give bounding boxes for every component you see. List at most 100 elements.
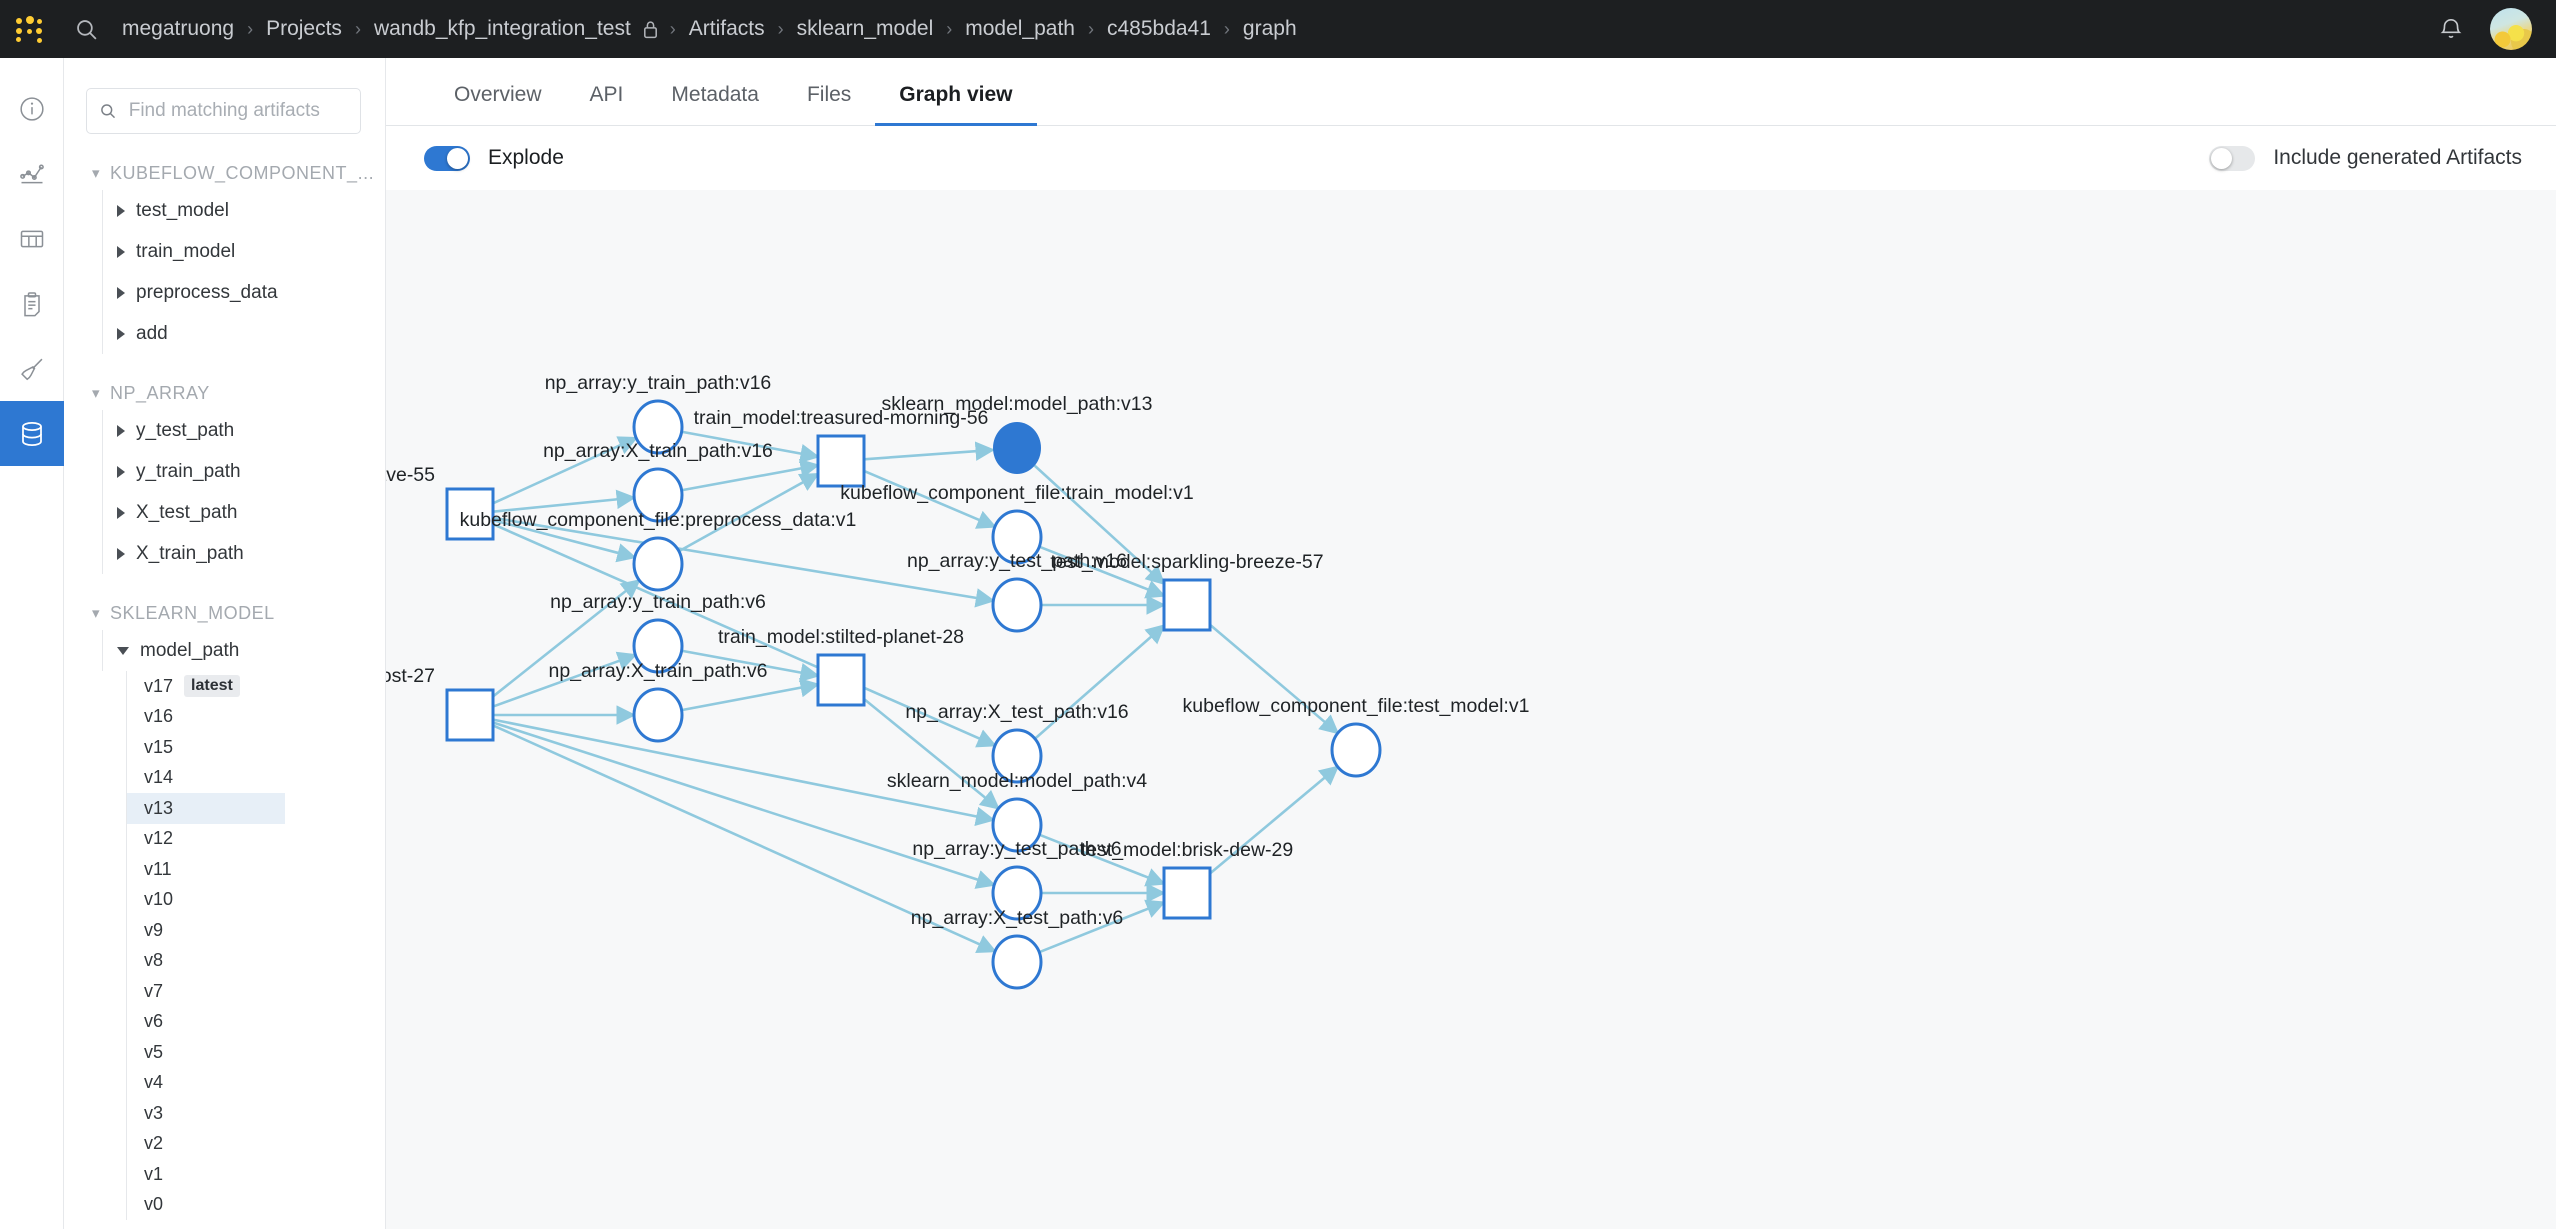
run-node-shape[interactable] [445, 688, 495, 742]
version-item-v6[interactable]: v6 [127, 1007, 385, 1038]
version-item-v3[interactable]: v3 [127, 1098, 385, 1129]
tab-files[interactable]: Files [806, 83, 852, 106]
include-generated-control[interactable]: Include generated Artifacts [2209, 145, 2522, 171]
breadcrumb-artifact-name[interactable]: model_path [965, 17, 1075, 40]
graph-node-xte16[interactable]: np_array:X_test_path:v16 [905, 701, 1129, 784]
version-item-v12[interactable]: v12 [127, 824, 385, 855]
version-item-v5[interactable]: v5 [127, 1037, 385, 1068]
graph-node-sm4[interactable]: sklearn_model:model_path:v4 [887, 770, 1147, 853]
version-item-v10[interactable]: v10 [127, 885, 385, 916]
graph-node-tm28[interactable]: train_model:stilted-planet-28 [718, 626, 964, 707]
graph-node-pre55[interactable]: preprocess_data:toasty-wave-55 [386, 464, 495, 541]
group-header-np-array[interactable]: ▾ NP_ARRAY [64, 376, 385, 410]
artifact-node-shape[interactable] [1330, 722, 1382, 778]
artifact-item-x-test-path[interactable]: X_test_path [103, 492, 385, 533]
artifact-item-preprocess-data[interactable]: preprocess_data [103, 272, 385, 313]
version-item-v14[interactable]: v14 [127, 763, 385, 794]
version-item-v1[interactable]: v1 [127, 1159, 385, 1190]
breadcrumb-graph[interactable]: graph [1242, 17, 1297, 40]
version-item-v16[interactable]: v16 [127, 702, 385, 733]
run-node-shape[interactable] [816, 653, 866, 707]
avatar[interactable] [2490, 8, 2532, 50]
search-input[interactable] [126, 99, 348, 123]
breadcrumb-artifact-type[interactable]: sklearn_model [796, 17, 934, 40]
artifact-node-shape[interactable] [991, 509, 1043, 565]
graph-node-yte6[interactable]: np_array:y_test_path:v6 [912, 838, 1122, 921]
version-item-v2[interactable]: v2 [127, 1129, 385, 1160]
artifact-node-shape[interactable] [991, 934, 1043, 990]
wandb-logo[interactable] [0, 0, 58, 58]
graph-node-xtr6[interactable]: np_array:X_train_path:v6 [549, 660, 768, 743]
run-node-shape[interactable] [1162, 866, 1212, 920]
version-item-v13[interactable]: v13 [127, 793, 285, 824]
artifact-item-train-model[interactable]: train_model [103, 231, 385, 272]
graph-node-label: np_array:y_test_path:v16 [907, 550, 1127, 572]
artifact-node-shape[interactable] [993, 422, 1041, 474]
artifact-node-shape[interactable] [632, 687, 684, 743]
graph-node-tmb29[interactable]: test_model:brisk-dew-29 [1081, 839, 1293, 920]
graph-node-xte6[interactable]: np_array:X_test_path:v6 [911, 907, 1123, 990]
group-header-sklearn-model[interactable]: ▾ SKLEARN_MODEL [64, 596, 385, 630]
run-node-shape[interactable] [1162, 578, 1212, 632]
artifact-search[interactable] [86, 88, 361, 134]
version-item-v0[interactable]: v0 [127, 1190, 385, 1221]
graph-node-pre27[interactable]: preprocess_data:glamorous-frost-27 [386, 665, 495, 742]
graph-node-kcfpre[interactable]: kubeflow_component_file:preprocess_data:… [460, 509, 857, 592]
version-item-v15[interactable]: v15 [127, 732, 385, 763]
graph-node-tm56[interactable]: train_model:treasured-morning-56 [694, 407, 989, 488]
version-item-v4[interactable]: v4 [127, 1068, 385, 1099]
artifact-node-shape[interactable] [632, 399, 684, 455]
artifact-node-shape[interactable] [991, 797, 1043, 853]
explode-control[interactable]: Explode [424, 145, 564, 171]
artifact-item-add[interactable]: add [103, 313, 385, 354]
graph-edge [863, 441, 996, 461]
version-item-v7[interactable]: v7 [127, 976, 385, 1007]
graph-node-kcfte[interactable]: kubeflow_component_file:test_model:v1 [1183, 695, 1530, 778]
artifact-item-y-test-path[interactable]: y_test_path [103, 410, 385, 451]
graph-node-kcftr[interactable]: kubeflow_component_file:train_model:v1 [840, 482, 1194, 565]
tab-metadata[interactable]: Metadata [671, 83, 759, 106]
breadcrumb-project[interactable]: wandb_kfp_integration_test [373, 17, 631, 40]
artifact-item-model-path[interactable]: model_path [103, 630, 385, 671]
graph-node-sm13[interactable]: sklearn_model:model_path:v13 [881, 393, 1153, 474]
artifact-node-shape[interactable] [632, 536, 684, 592]
version-item-v8[interactable]: v8 [127, 946, 385, 977]
artifact-item-y-train-path[interactable]: y_train_path [103, 451, 385, 492]
version-item-v11[interactable]: v11 [127, 854, 385, 885]
sidebar-item-tables[interactable] [0, 206, 64, 271]
breadcrumb-projects[interactable]: Projects [266, 17, 342, 40]
tab-overview[interactable]: Overview [454, 83, 542, 106]
sidebar-item-overview[interactable] [0, 76, 64, 141]
artifact-node-shape[interactable] [632, 618, 684, 674]
artifact-node-shape[interactable] [991, 577, 1043, 633]
graph-node-ytr6[interactable]: np_array:y_train_path:v6 [550, 591, 766, 674]
graph-canvas[interactable]: preprocess_data:toasty-wave-55 np_array:y… [386, 190, 2556, 1229]
sidebar-item-reports[interactable] [0, 271, 64, 336]
version-item-v9[interactable]: v9 [127, 915, 385, 946]
sidebar-item-charts[interactable] [0, 141, 64, 206]
artifact-node-shape[interactable] [991, 865, 1043, 921]
graph-node-tms57[interactable]: test_model:sparkling-breeze-57 [1050, 551, 1324, 632]
global-search-button[interactable] [58, 0, 114, 58]
graph-node-yte16[interactable]: np_array:y_test_path:v16 [907, 550, 1127, 633]
artifact-node-shape[interactable] [991, 728, 1043, 784]
run-node-shape[interactable] [816, 434, 866, 488]
include-generated-toggle[interactable] [2209, 145, 2256, 171]
artifact-item-test-model[interactable]: test_model [103, 190, 385, 231]
sidebar-item-artifacts[interactable] [0, 401, 64, 466]
tab-graph-view[interactable]: Graph view [875, 83, 1037, 126]
bell-icon[interactable] [2438, 16, 2464, 43]
breadcrumb-artifacts[interactable]: Artifacts [688, 17, 765, 40]
breadcrumb-artifact-id[interactable]: c485bda41 [1106, 17, 1211, 40]
group-header-kubeflow-component[interactable]: ▾ KUBEFLOW_COMPONENT_... [64, 156, 385, 190]
sidebar-item-sweeps[interactable] [0, 336, 64, 401]
tab-api[interactable]: API [589, 83, 624, 106]
artifact-node-shape[interactable] [632, 467, 684, 523]
graph-node-xtr16[interactable]: np_array:X_train_path:v16 [543, 440, 773, 523]
graph-node-ytr16[interactable]: np_array:y_train_path:v16 [545, 372, 772, 455]
run-node-shape[interactable] [445, 487, 495, 541]
breadcrumb-entity[interactable]: megatruong [122, 17, 235, 40]
artifact-item-x-train-path[interactable]: X_train_path [103, 533, 385, 574]
explode-toggle[interactable] [424, 145, 470, 171]
